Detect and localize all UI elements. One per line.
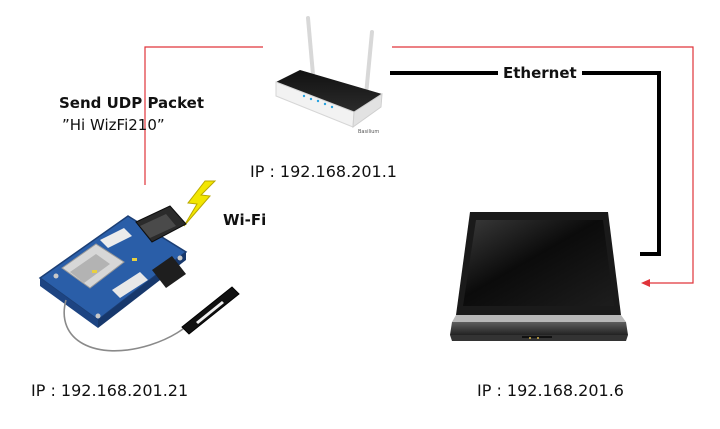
arrow-head-icon [641,279,650,287]
router-icon [275,16,383,129]
send-udp-packet-label: Send UDP Packet [59,94,204,112]
ethernet-label: Ethernet [503,64,577,82]
router-brand-label: Basilium [358,129,379,135]
antenna-icon [181,286,240,335]
wizfi210-board-icon [38,205,188,328]
router-ip-label: IP : 192.168.201.1 [250,162,397,181]
board-ip-label: IP : 192.168.201.21 [31,381,189,400]
payload-label: ”Hi WizFi210” [62,116,165,134]
laptop-icon [450,212,628,341]
udp-path-line-to-laptop [392,46,694,284]
lightning-icon [183,180,217,227]
laptop-ip-label: IP : 192.168.201.6 [477,381,624,400]
udp-path-line [144,46,263,185]
wifi-label: Wi-Fi [223,211,267,229]
antenna-cable [63,299,194,352]
ethernet-cable-to-laptop [582,71,661,256]
